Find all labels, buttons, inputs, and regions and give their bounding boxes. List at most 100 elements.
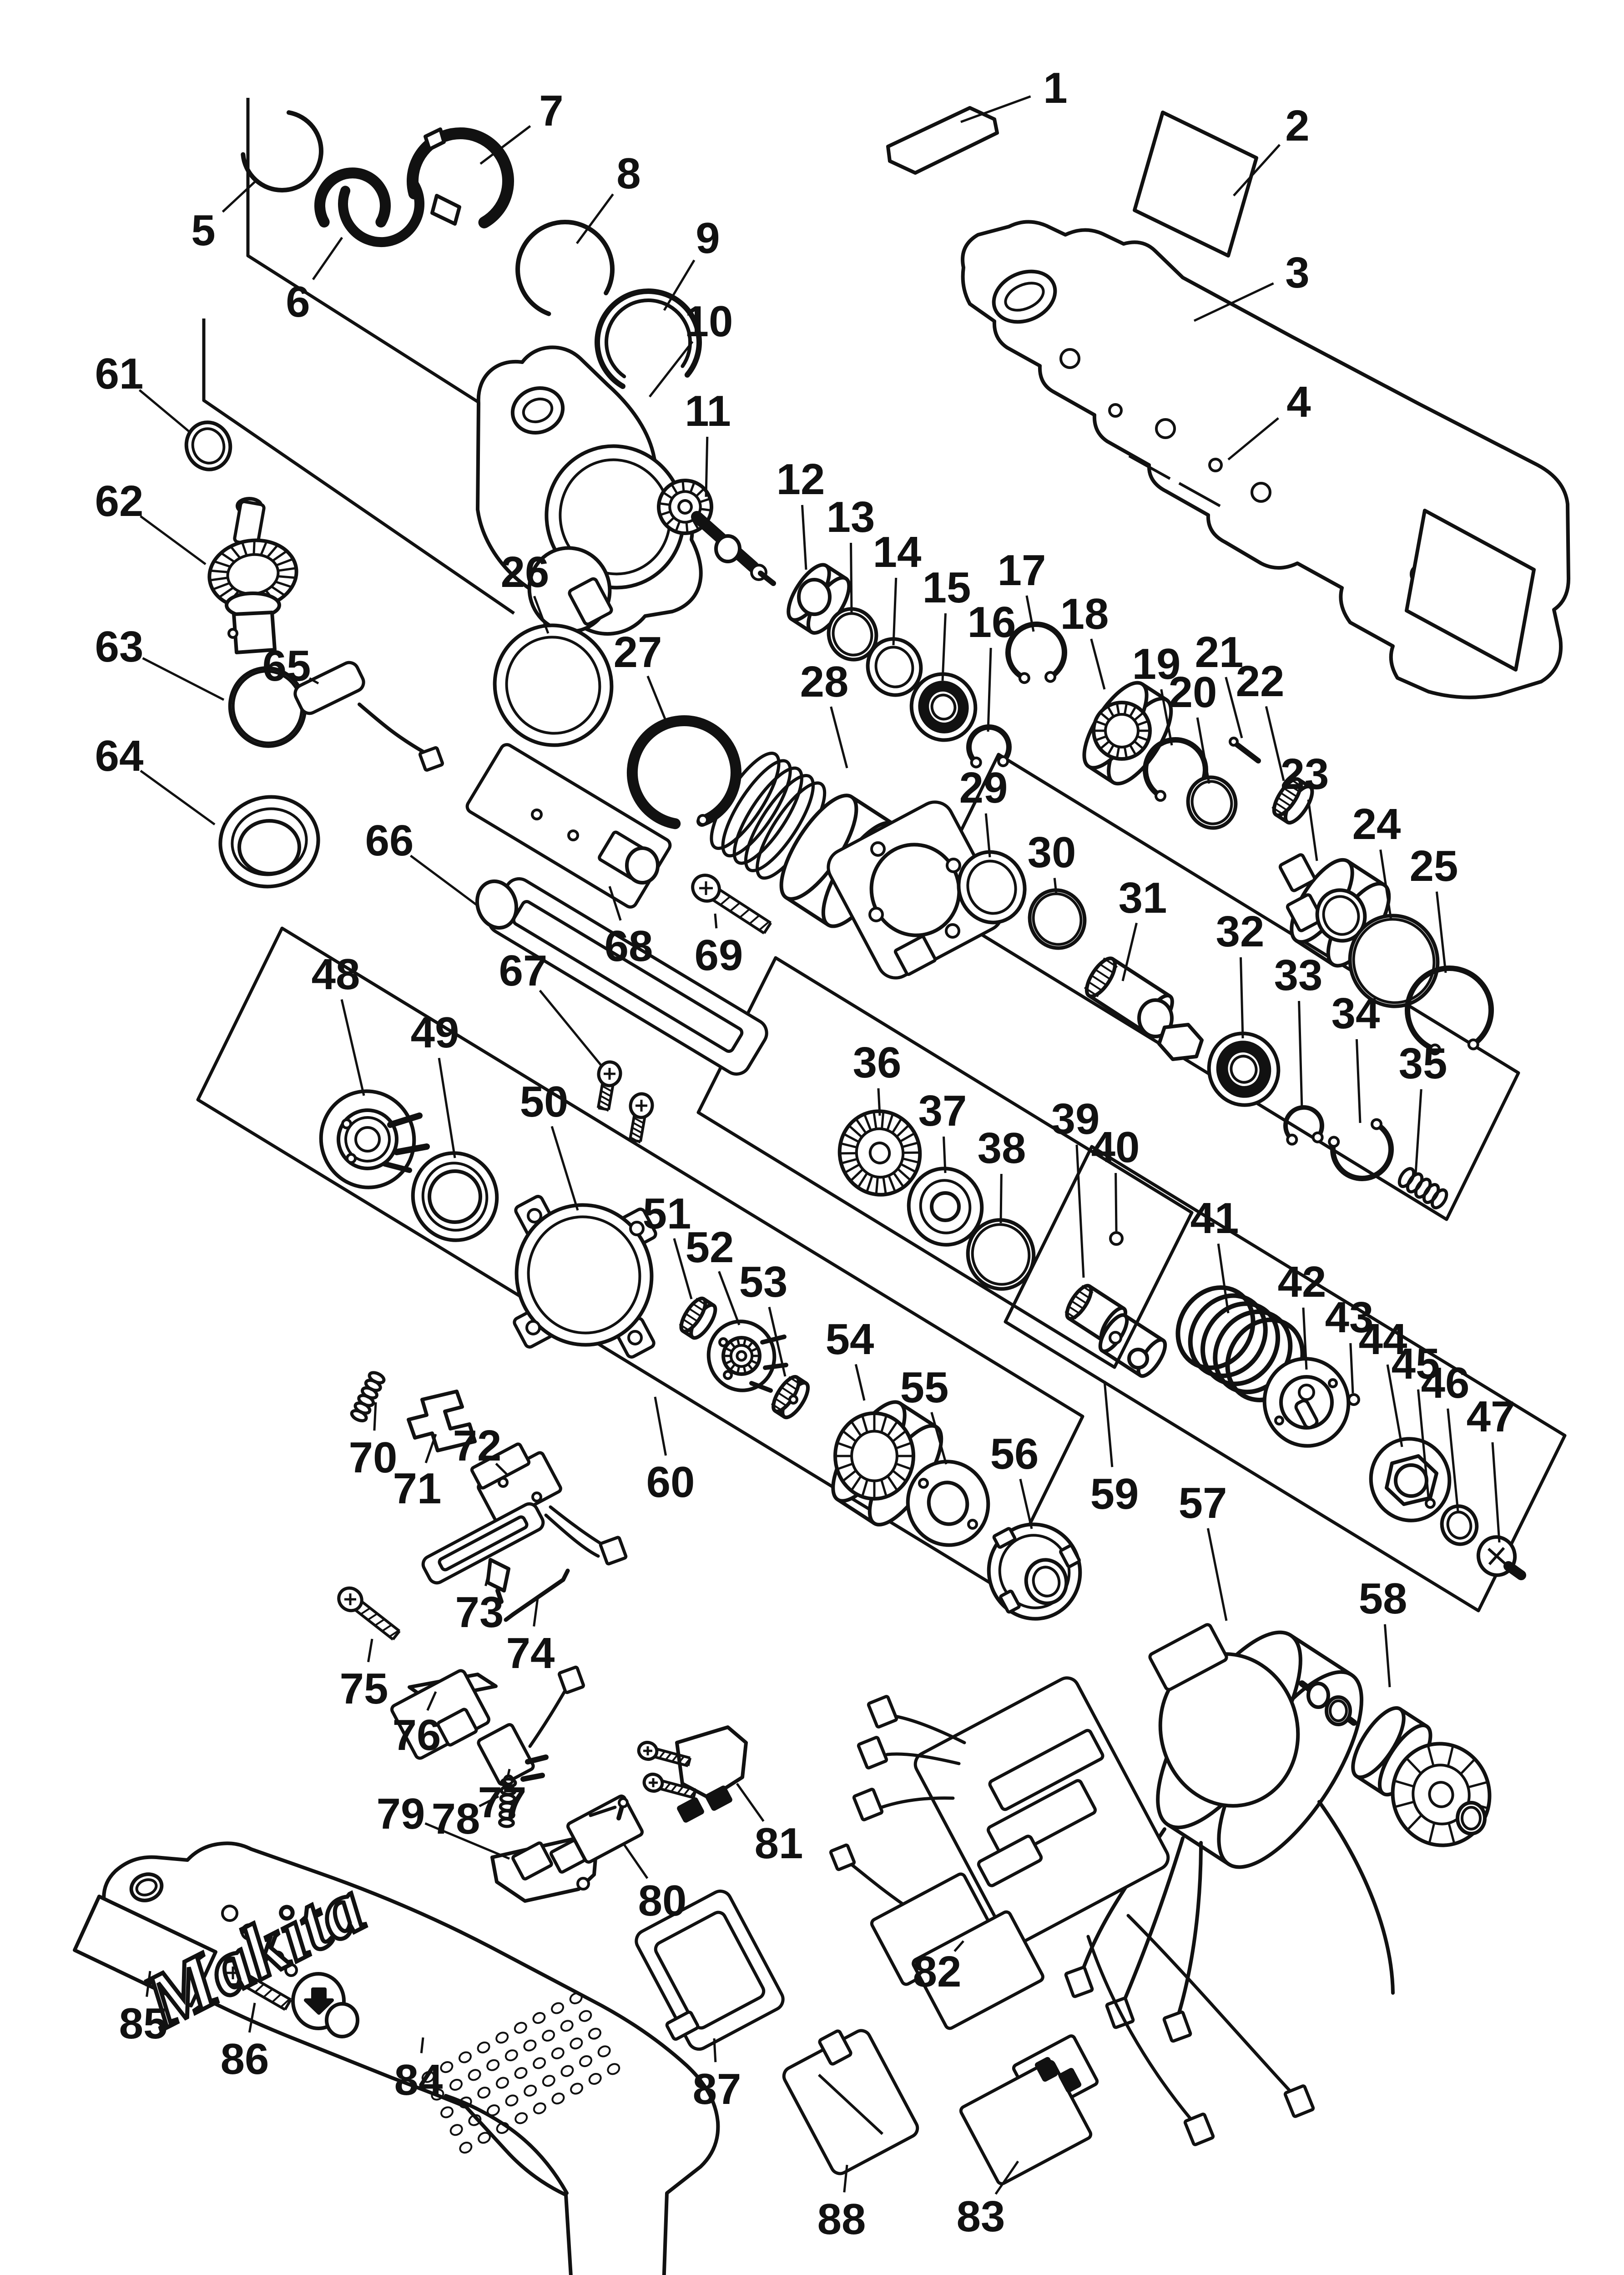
callout-number-37: 37 xyxy=(918,1087,967,1135)
callout-number-1: 1 xyxy=(1043,64,1067,112)
callout-24: 24 xyxy=(1352,800,1401,920)
callout-number-3: 3 xyxy=(1285,248,1309,297)
callout-number-34: 34 xyxy=(1331,989,1380,1038)
callout-number-88: 88 xyxy=(817,2195,866,2244)
callout-45: 45 xyxy=(1392,1340,1440,1497)
callout-48: 48 xyxy=(312,950,365,1096)
part-2-name-label xyxy=(1133,111,1258,258)
part-45-steel-ball xyxy=(1425,1498,1436,1509)
callout-88: 88 xyxy=(817,2164,866,2244)
part-47-screw xyxy=(1476,1535,1526,1580)
callout-20: 20 xyxy=(1169,668,1217,784)
part-11-spindle xyxy=(657,479,776,586)
callout-44: 44 xyxy=(1359,1315,1407,1447)
callout-number-14: 14 xyxy=(873,528,922,576)
callout-number-61: 61 xyxy=(95,349,144,398)
callout-68: 68 xyxy=(605,886,653,971)
callout-number-19: 19 xyxy=(1132,640,1181,688)
callout-7: 7 xyxy=(479,86,564,165)
callout-number-39: 39 xyxy=(1051,1095,1100,1143)
part-56-cam-ring xyxy=(987,1522,1082,1621)
callout-21: 21 xyxy=(1195,628,1244,738)
callout-number-15: 15 xyxy=(923,563,971,612)
callout-number-82: 82 xyxy=(913,1947,962,1996)
part-83-connector-block xyxy=(959,2034,1099,2185)
part-17-retaining-ring xyxy=(1005,622,1067,684)
group-bracket-lines xyxy=(202,98,515,615)
callout-number-21: 21 xyxy=(1195,628,1244,677)
callout-22: 22 xyxy=(1236,657,1285,781)
callout-number-7: 7 xyxy=(539,86,563,135)
callout-number-86: 86 xyxy=(221,2035,269,2083)
callout-15: 15 xyxy=(923,563,971,681)
part-42-cam-plate xyxy=(1262,1357,1351,1448)
callout-number-16: 16 xyxy=(968,598,1016,647)
part-80-microswitch xyxy=(566,1795,644,1864)
callout-27: 27 xyxy=(614,628,669,726)
callout-11: 11 xyxy=(685,387,731,497)
callout-73: 73 xyxy=(455,1569,504,1637)
callout-35: 35 xyxy=(1399,1039,1447,1174)
callout-number-32: 32 xyxy=(1216,907,1265,956)
part-49-seal-ring xyxy=(411,1151,499,1242)
part-72-microswitch xyxy=(470,1442,628,1566)
callout-number-24: 24 xyxy=(1352,800,1401,849)
callout-number-67: 67 xyxy=(499,946,548,995)
callout-16: 16 xyxy=(968,598,1016,732)
callout-69: 69 xyxy=(695,913,743,980)
callout-number-11: 11 xyxy=(685,387,731,435)
callout-87: 87 xyxy=(693,2038,741,2113)
callout-47: 47 xyxy=(1467,1392,1515,1543)
part-50-motor-bracket xyxy=(513,1195,657,1359)
callout-12: 12 xyxy=(777,455,825,570)
callout-34: 34 xyxy=(1331,989,1380,1123)
bracket-line-2 xyxy=(246,98,494,413)
part-29-seal-ring xyxy=(957,850,1027,925)
callout-19: 19 xyxy=(1132,640,1181,746)
callout-50: 50 xyxy=(520,1077,579,1211)
callout-76: 76 xyxy=(393,1691,441,1759)
part-20-ring xyxy=(1186,775,1238,830)
callout-86: 86 xyxy=(221,2002,269,2083)
group-callouts: 1234567891011121314151617181920212223242… xyxy=(95,64,1515,2244)
callout-55: 55 xyxy=(900,1363,948,1465)
callout-59: 59 xyxy=(1090,1380,1139,1518)
part-62-anvil-assembly xyxy=(207,497,298,654)
part-21-pin xyxy=(1229,737,1261,763)
part-88-cover-plate xyxy=(782,2029,919,2175)
part-58-rotor xyxy=(1299,1680,1492,1847)
callout-number-6: 6 xyxy=(286,278,310,326)
part-73-slide-bar xyxy=(421,1502,545,1604)
part-74-link-rod xyxy=(504,1568,570,1622)
callout-30: 30 xyxy=(1028,828,1076,895)
callout-70: 70 xyxy=(349,1402,397,1482)
part-87-cover-plate xyxy=(635,1889,785,2051)
callout-number-46: 46 xyxy=(1421,1359,1470,1407)
callout-71: 71 xyxy=(393,1434,441,1513)
callout-number-64: 64 xyxy=(95,732,144,780)
part-84-housing-left xyxy=(102,1841,720,2275)
part-76-switch-knob xyxy=(390,1669,498,1760)
callout-number-26: 26 xyxy=(501,548,550,597)
part-78-spring xyxy=(498,1777,517,1828)
callout-29: 29 xyxy=(959,763,1008,858)
part-43-steel-ball xyxy=(1347,1393,1360,1406)
callout-number-35: 35 xyxy=(1399,1039,1447,1088)
callout-number-40: 40 xyxy=(1091,1123,1140,1172)
callout-number-42: 42 xyxy=(1278,1258,1326,1306)
part-39-stud-shaft xyxy=(1064,1284,1167,1378)
part-40-steel-ball xyxy=(1109,1231,1124,1246)
callout-number-60: 60 xyxy=(646,1458,695,1507)
part-82-controller xyxy=(829,1676,1315,2146)
part-8-retaining-wire xyxy=(515,220,615,316)
callout-33: 33 xyxy=(1274,951,1322,1110)
callout-83: 83 xyxy=(957,2160,1019,2241)
part-52-pin-hub xyxy=(706,1320,788,1393)
part-30-ring xyxy=(1028,888,1087,950)
callout-43: 43 xyxy=(1325,1293,1373,1394)
part-12-needle-bearing xyxy=(787,563,851,635)
callout-9: 9 xyxy=(663,214,720,311)
callout-53: 53 xyxy=(739,1258,787,1377)
